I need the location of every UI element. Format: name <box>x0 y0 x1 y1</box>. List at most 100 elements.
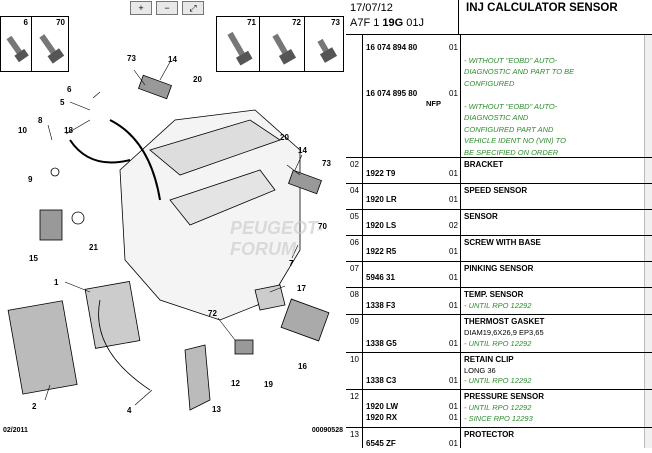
part-note: - UNTIL RPO 12292 <box>464 301 532 310</box>
callout-16[interactable]: 16 <box>298 362 307 371</box>
callout-73[interactable]: 73 <box>127 54 136 63</box>
callout-7[interactable]: 7 <box>289 259 294 268</box>
page-title: INJ CALCULATOR SENSOR <box>466 2 618 14</box>
callout-14b[interactable]: 14 <box>298 146 307 155</box>
part-quantity: 01 <box>449 195 458 204</box>
part-reference: 1338 C3 <box>366 376 397 385</box>
callout-70[interactable]: 70 <box>318 222 327 231</box>
ecu-unit <box>84 280 141 349</box>
fit-view-button[interactable]: ⤢ <box>182 1 204 15</box>
part-reference: 1922 T9 <box>366 169 396 178</box>
watermark-text: PEUGEOT-FORUM <box>230 218 324 259</box>
o-ring-9 <box>50 167 60 177</box>
callout-13[interactable]: 13 <box>212 405 221 414</box>
callout-6[interactable]: 6 <box>67 85 72 94</box>
catalog-date: 17/07/12 <box>350 2 393 14</box>
part-quantity: 01 <box>449 413 458 422</box>
bolt-number: 70 <box>56 18 65 27</box>
callout-14[interactable]: 14 <box>168 55 177 64</box>
callout-4[interactable]: 4 <box>127 406 132 415</box>
sensor-wire <box>69 139 131 164</box>
part-index: 06 <box>350 238 359 247</box>
part-index: 02 <box>350 160 359 169</box>
solenoid-valve-top <box>137 74 173 100</box>
callout-1[interactable]: 1 <box>54 278 59 287</box>
part-dimension: DIAM19,6X26,9 EP3,65 <box>464 328 544 337</box>
wire-loom <box>109 119 161 201</box>
callout-18[interactable]: 18 <box>64 126 73 135</box>
bolt-item[interactable]: 6 <box>0 16 32 72</box>
bolt-item[interactable]: 73 <box>304 16 344 72</box>
callout-19[interactable]: 19 <box>264 380 273 389</box>
callout-21[interactable]: 21 <box>89 243 98 252</box>
part-description: THERMOST GASKET <box>464 317 545 326</box>
part-row[interactable]: 04 SPEED SENSOR 1920 LR 01 <box>346 183 652 209</box>
part-quantity: 01 <box>449 273 458 282</box>
callout-5[interactable]: 5 <box>60 98 65 107</box>
bolt-icon <box>317 38 338 63</box>
bolt-number: 71 <box>247 18 256 27</box>
bolt-item[interactable]: 70 <box>31 16 69 72</box>
callout-9[interactable]: 9 <box>28 175 33 184</box>
callout-20b[interactable]: 20 <box>280 133 289 142</box>
part-index: 07 <box>350 264 359 273</box>
bolt-box-right: 71 72 73 <box>216 16 344 72</box>
scrollbar[interactable] <box>644 35 652 448</box>
header-rule <box>346 34 652 35</box>
part-reference: 16 074 895 80 <box>366 89 418 98</box>
bolt-icon <box>39 34 65 64</box>
part-dimension: LONG 36 <box>464 365 496 375</box>
part-note: DIAGNOSTIC AND <box>464 113 529 122</box>
callout-15[interactable]: 15 <box>29 254 38 263</box>
callout-10[interactable]: 10 <box>18 126 27 135</box>
callout-12[interactable]: 12 <box>231 379 240 388</box>
part-note: - UNTIL RPO 12292 <box>464 376 532 385</box>
zoom-out-button[interactable]: − <box>156 1 178 15</box>
harness-cable <box>98 299 151 391</box>
bolt-icon <box>6 35 29 63</box>
part-description: SPEED SENSOR <box>464 186 528 195</box>
part-quantity: 01 <box>449 338 458 348</box>
part-reference: 1338 G5 <box>366 338 397 348</box>
callout-20[interactable]: 20 <box>193 75 202 84</box>
callout-8[interactable]: 8 <box>38 116 43 125</box>
part-quantity: 01 <box>449 247 458 256</box>
gasket-17 <box>254 284 286 311</box>
canister-valve <box>280 298 330 342</box>
part-note: VEHICLE IDENT NO (VIN) TO <box>464 136 566 145</box>
bolt-number: 6 <box>23 18 28 27</box>
part-description: PRESSURE SENSOR <box>464 392 545 401</box>
part-quantity: 01 <box>449 376 458 385</box>
o-ring-21 <box>71 211 85 225</box>
part-index: 10 <box>350 354 359 364</box>
callout-72[interactable]: 72 <box>208 309 217 318</box>
part-description: PINKING SENSOR <box>464 264 534 273</box>
part-note: - SINCE RPO 12293 <box>464 414 533 423</box>
part-reference: 1920 LR <box>366 195 397 204</box>
sensor-15 <box>39 209 63 241</box>
fit-view-icon: ⤢ <box>189 2 197 13</box>
intake-manifold <box>169 169 276 226</box>
part-description: SENSOR <box>464 212 498 221</box>
bolt-icon <box>227 31 253 66</box>
part-reference: 1920 LW <box>366 402 399 411</box>
callout-73b[interactable]: 73 <box>322 159 331 168</box>
part-index: 04 <box>350 186 359 195</box>
bolt-number: 72 <box>292 18 301 27</box>
bolt-box-left: 6 70 <box>0 16 69 72</box>
zoom-in-button[interactable]: + <box>130 1 152 15</box>
callout-17[interactable]: 17 <box>297 284 306 293</box>
part-description: RETAIN CLIP <box>464 354 514 364</box>
callout-2[interactable]: 2 <box>32 402 37 411</box>
part-description: PROTECTOR <box>464 430 515 439</box>
